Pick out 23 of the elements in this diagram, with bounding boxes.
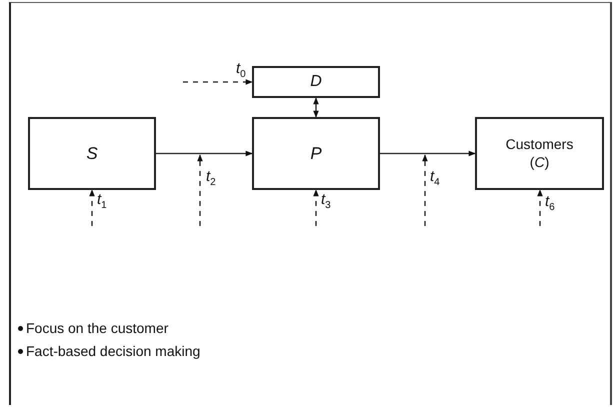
box-label: S xyxy=(86,142,98,164)
bullet-text: Focus on the customer xyxy=(26,320,168,336)
dashed-arrow xyxy=(183,79,253,85)
arrow xyxy=(313,97,319,118)
process-box xyxy=(28,117,156,190)
edge-label: t$_{0}$ xyxy=(236,60,246,80)
box-label: D xyxy=(310,72,322,92)
time-label: t$_{2}$ xyxy=(206,168,216,188)
box-label: P xyxy=(310,142,322,164)
arrow xyxy=(380,150,476,156)
process-box xyxy=(252,66,380,98)
dashed-arrow xyxy=(537,189,543,226)
process-box xyxy=(252,117,380,190)
dashed-arrow xyxy=(313,189,319,226)
process-box xyxy=(475,117,604,190)
edge-label: t$_{3}$ xyxy=(321,191,331,211)
bullet-text: Fact-based decision making xyxy=(26,343,200,359)
arrow xyxy=(156,150,253,156)
edge-label: t$_{6}$ xyxy=(545,193,555,213)
dashed-arrow xyxy=(89,189,95,226)
box-label: Customers (C) xyxy=(504,136,574,171)
edge-label: t$_{1}$ xyxy=(97,191,107,211)
time-label: t$_{4}$ xyxy=(430,168,440,188)
